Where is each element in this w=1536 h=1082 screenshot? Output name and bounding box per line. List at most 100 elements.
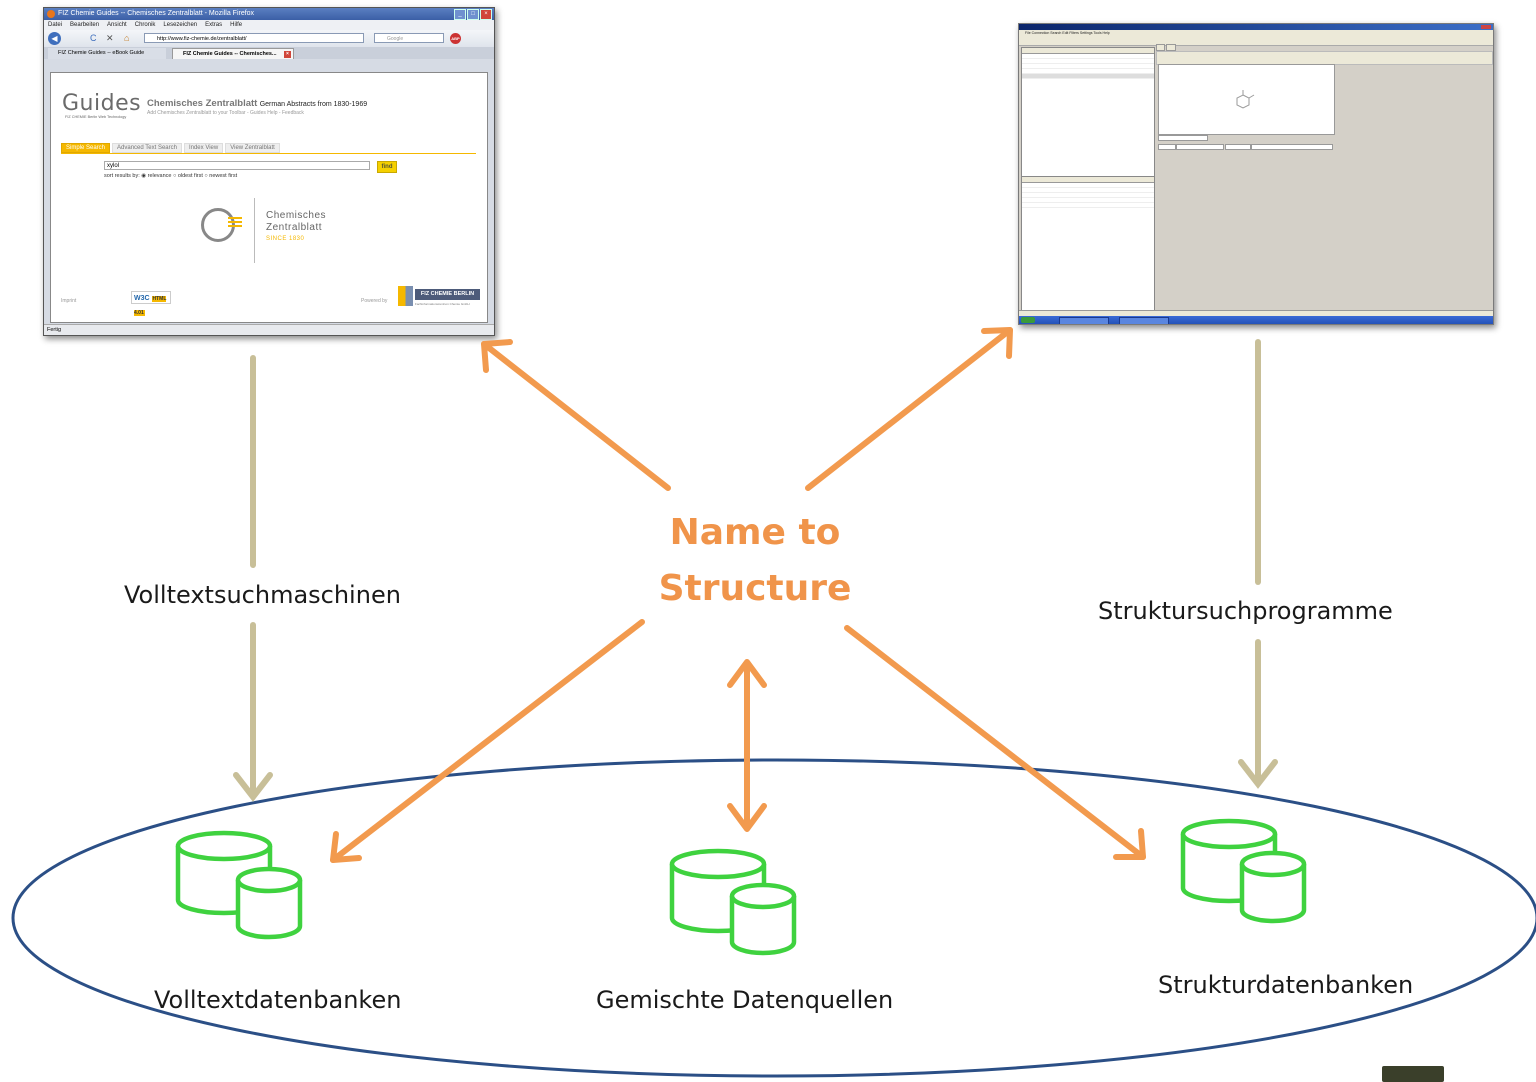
close-icon[interactable]: × [480, 9, 492, 20]
arrow-to-structure-db [844, 625, 1146, 860]
field-3[interactable] [1225, 144, 1251, 150]
minimize-icon[interactable]: _ [454, 9, 466, 20]
wordmark-line1: Chemisches [266, 210, 327, 221]
arrow-to-structure-search [805, 327, 1013, 491]
editor-tab[interactable] [1165, 44, 1176, 51]
tan-arrow-left [233, 355, 273, 802]
page-title: Chemisches Zentralblatt German Abstracts… [147, 98, 367, 109]
firefox-icon [47, 10, 55, 18]
app-menubar[interactable]: File Connection Search Edit Filters Sett… [1019, 30, 1493, 36]
result-row[interactable] [1022, 74, 1154, 79]
result-row[interactable] [1022, 59, 1154, 64]
data-sources-ellipse [11, 758, 1536, 1078]
result-row[interactable] [1022, 64, 1154, 69]
tab-ebook-guide[interactable]: FIZ Chemie Guides -- eBook Guide [48, 48, 166, 59]
details-list-pane[interactable] [1021, 176, 1155, 312]
detail-row[interactable] [1022, 198, 1154, 203]
results-list-header [1022, 48, 1154, 54]
database-icon-fulltext [175, 830, 303, 940]
wordmark-line2: Zentralblatt [266, 222, 323, 233]
browser-tabbar: FIZ Chemie Guides -- eBook Guide FIZ Che… [44, 47, 494, 59]
app-toolbar[interactable] [1019, 36, 1493, 46]
find-button[interactable]: find [377, 161, 397, 173]
tab-advanced-text-search[interactable]: Advanced Text Search [112, 143, 182, 153]
detail-row[interactable] [1022, 203, 1154, 208]
detail-row[interactable] [1022, 188, 1154, 193]
name-to-structure-title: Name to Structure [600, 505, 910, 617]
powered-by: Powered by [361, 298, 388, 304]
guides-logo: Guides [62, 91, 142, 116]
field-1[interactable] [1158, 144, 1176, 150]
maximize-icon[interactable]: □ [467, 9, 479, 20]
corner-thumbnail [1382, 1066, 1444, 1082]
page-title-rest: German Abstracts from 1830-1969 [259, 101, 368, 108]
editor-tab[interactable] [1156, 44, 1165, 51]
menu-bearbeiten[interactable]: Bearbeiten [70, 22, 100, 28]
fiz-subtitle: Fachinformationszentrum Chemie GmbH [415, 302, 470, 306]
windows-taskbar [1019, 316, 1493, 324]
menu-ansicht[interactable]: Ansicht [107, 22, 127, 28]
browser-title: FIZ Chemie Guides -- Chemisches Zentralb… [58, 10, 255, 17]
app-statusbar [1019, 310, 1493, 317]
results-list-pane[interactable] [1021, 47, 1155, 179]
field-4[interactable] [1251, 144, 1333, 150]
fulltext-search-screenshot: FIZ Chemie Guides -- Chemisches Zentralb… [43, 7, 495, 336]
browser-statusbar: Fertig [44, 324, 494, 335]
zentralblatt-bars-icon [228, 217, 242, 229]
taskbar-button[interactable] [1119, 317, 1169, 324]
detail-row[interactable] [1022, 183, 1154, 188]
structure-canvas[interactable] [1158, 64, 1335, 135]
tab-chemisches-label: FIZ Chemie Guides -- Chemisches... [183, 51, 277, 57]
zentralblatt-wordmark: Chemisches Zentralblatt [266, 210, 326, 234]
home-icon[interactable]: ⌂ [124, 33, 130, 43]
browser-menubar: Datei Bearbeiten Ansicht Chronik Lesezei… [44, 20, 494, 30]
back-arrow-icon[interactable]: ◀ [48, 32, 61, 45]
app-titlebar [1019, 24, 1493, 30]
tab-close-icon[interactable]: × [284, 51, 291, 58]
label-struktursuchprogramme: Struktursuchprogramme [1098, 597, 1393, 625]
w3c-badge: W3C HTML 4.01 [131, 291, 171, 316]
arrow-to-fulltext-db [330, 619, 645, 863]
adblock-icon[interactable]: ABP [450, 33, 461, 44]
stop-icon[interactable]: ✕ [106, 33, 114, 43]
label-volltextdatenbanken: Volltextdatenbanken [154, 986, 402, 1014]
field-2[interactable] [1176, 144, 1224, 150]
window-controls: _ □ × [454, 9, 492, 20]
menu-extras[interactable]: Extras [205, 22, 223, 28]
tab-simple-search[interactable]: Simple Search [61, 143, 111, 153]
title-line-2: Structure [658, 568, 852, 609]
browser-navbar: ◀ C ✕ ⌂ http://www.fiz-chemie.de/zentral… [44, 30, 494, 47]
search-box[interactable]: Google [374, 33, 444, 43]
sort-options[interactable]: sort results by: ◉ relevance ○ oldest fi… [104, 173, 238, 179]
result-row[interactable] [1022, 54, 1154, 59]
url-bar[interactable]: http://www.fiz-chemie.de/zentralblatt/ [144, 33, 364, 43]
search-type-select[interactable] [1158, 135, 1208, 141]
result-row[interactable] [1022, 69, 1154, 74]
reload-icon[interactable]: C [90, 33, 97, 43]
guides-logo-sub: FIZ CHEMIE Berlin Web Technology [65, 115, 127, 119]
label-volltextsuchmaschinen: Volltextsuchmaschinen [124, 581, 401, 609]
start-button[interactable] [1021, 317, 1035, 323]
menu-chronik[interactable]: Chronik [134, 22, 156, 28]
tab-index-view[interactable]: Index View [183, 143, 224, 153]
imprint-link[interactable]: Imprint [61, 298, 77, 304]
w3c-label: W3C [134, 295, 150, 302]
taskbar-button[interactable] [1059, 317, 1109, 324]
menu-lesezeichen[interactable]: Lesezeichen [163, 22, 198, 28]
menu-hilfe[interactable]: Hilfe [230, 22, 243, 28]
browser-titlebar: FIZ Chemie Guides -- Chemisches Zentralb… [44, 8, 494, 20]
page-title-bold: Chemisches Zentralblatt [147, 98, 258, 109]
fiz-wordmark: FIZ CHEMIE BERLIN [415, 289, 480, 300]
label-gemischte-datenquellen: Gemischte Datenquellen [596, 986, 894, 1014]
menu-datei[interactable]: Datei [48, 22, 63, 28]
query-input[interactable]: xylol [104, 161, 370, 170]
page-links[interactable]: Add Chemisches Zentralblatt to your Tool… [147, 110, 304, 116]
detail-row[interactable] [1022, 193, 1154, 198]
results-rows [1022, 54, 1154, 79]
label-strukturdatenbanken: Strukturdatenbanken [1158, 971, 1414, 999]
app-window-controls[interactable] [1481, 25, 1491, 29]
tab-chemisches[interactable]: FIZ Chemie Guides -- Chemisches... × [172, 48, 294, 59]
tab-view-zentralblatt[interactable]: View Zentralblatt [225, 143, 280, 153]
tan-arrow-right [1238, 339, 1278, 789]
